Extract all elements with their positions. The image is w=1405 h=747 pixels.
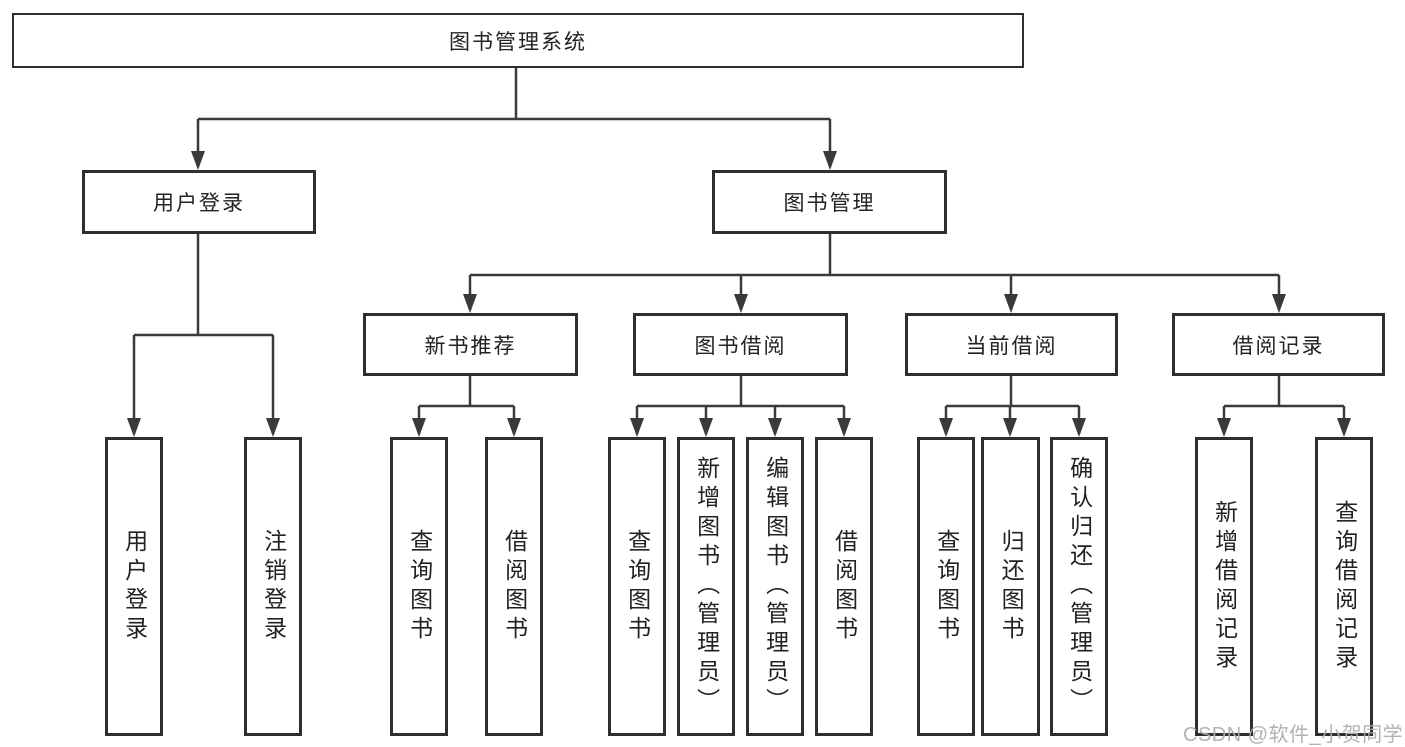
connector-user-login <box>132 234 275 434</box>
leaf-user-login: 用户登录 <box>105 437 163 736</box>
leaf-user-login-label: 用户登录 <box>121 528 148 645</box>
connector-new-books <box>417 376 516 434</box>
leaf-add-books-admin-label: 新增图书（管理员） <box>693 456 720 717</box>
leaf-edit-books-admin-label: 编辑图书（管理员） <box>762 456 789 717</box>
node-current-borrow-label: 当前借阅 <box>965 334 1058 358</box>
node-book-mgmt-label: 图书管理 <box>783 192 876 215</box>
leaf-confirm-return-admin-label: 确认归还（管理员） <box>1066 456 1093 717</box>
node-new-books-label: 新书推荐 <box>424 334 517 358</box>
node-new-books: 新书推荐 <box>363 313 578 376</box>
node-root: 图书管理系统 <box>12 13 1024 68</box>
connector-book-mgmt <box>468 234 1281 310</box>
leaf-borrow-books-2-label: 借阅图书 <box>831 528 858 645</box>
arrowheads <box>127 151 1351 437</box>
leaf-borrow-books-1: 借阅图书 <box>485 437 543 736</box>
leaf-confirm-return-admin: 确认归还（管理员） <box>1050 437 1108 736</box>
connector-root-split <box>196 68 832 167</box>
leaf-query-books-1-label: 查询图书 <box>406 528 433 645</box>
leaf-query-borrow-record-label: 查询借阅记录 <box>1331 499 1358 674</box>
leaf-add-borrow-record: 新增借阅记录 <box>1195 437 1253 736</box>
leaf-borrow-books-2: 借阅图书 <box>815 437 873 736</box>
leaf-query-borrow-record: 查询借阅记录 <box>1315 437 1373 736</box>
connector-borrow-records <box>1222 376 1346 434</box>
node-current-borrow: 当前借阅 <box>905 313 1118 376</box>
leaf-query-books-2: 查询图书 <box>608 437 666 736</box>
leaf-add-borrow-record-label: 新增借阅记录 <box>1211 499 1238 674</box>
leaf-borrow-books-1-label: 借阅图书 <box>501 528 528 645</box>
node-book-borrow: 图书借阅 <box>633 313 848 376</box>
leaf-logout: 注销登录 <box>244 437 302 736</box>
node-book-borrow-label: 图书借阅 <box>694 334 787 358</box>
leaf-edit-books-admin: 编辑图书（管理员） <box>746 437 804 736</box>
csdn-watermark: CSDN @软件_小贺同学 <box>1183 724 1404 746</box>
node-borrow-records: 借阅记录 <box>1172 313 1385 376</box>
leaf-return-books-label: 归还图书 <box>998 528 1025 645</box>
leaf-query-books-3-label: 查询图书 <box>933 528 960 645</box>
connector-book-borrow <box>635 376 846 434</box>
leaf-query-books-1: 查询图书 <box>390 437 448 736</box>
node-user-login-label: 用户登录 <box>153 192 245 215</box>
leaf-logout-label: 注销登录 <box>260 528 287 645</box>
node-borrow-records-label: 借阅记录 <box>1232 334 1325 358</box>
node-root-label: 图书管理系统 <box>449 30 587 54</box>
leaf-query-books-3: 查询图书 <box>917 437 975 736</box>
node-book-mgmt: 图书管理 <box>712 170 947 234</box>
node-user-login: 用户登录 <box>82 170 316 234</box>
leaf-add-books-admin: 新增图书（管理员） <box>677 437 735 736</box>
leaf-query-books-2-label: 查询图书 <box>624 528 651 645</box>
leaf-return-books: 归还图书 <box>981 437 1040 736</box>
